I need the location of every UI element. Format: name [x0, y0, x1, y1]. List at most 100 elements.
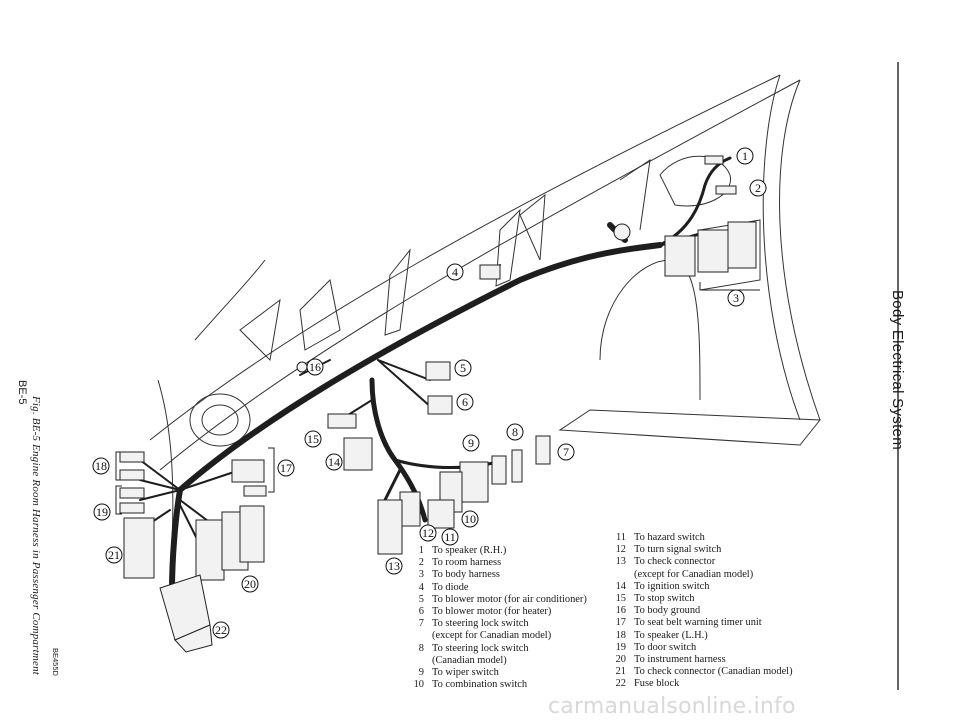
legend-number	[404, 630, 432, 642]
callout-8: 8	[506, 423, 524, 441]
callout-label: 16	[309, 360, 321, 374]
callout-label: 10	[464, 512, 476, 526]
legend-text: To steering lock switch	[432, 642, 529, 654]
legend-number: 9	[418, 667, 424, 679]
legend-item: 1 To speaker (R.H.)	[404, 545, 587, 557]
legend-item: 17 To seat belt warning timer unit	[606, 617, 793, 629]
legend-text: To seat belt warning timer unit	[634, 617, 762, 629]
legend-item: (Canadian model)	[404, 655, 587, 667]
legend-text: To ignition switch	[634, 580, 710, 592]
legend-number: 8	[418, 642, 424, 654]
callout-6: 6	[456, 393, 474, 411]
legend-number	[404, 655, 432, 667]
callout-label: 20	[244, 577, 256, 591]
legend-text: (except for Canadian model)	[634, 568, 754, 580]
callout-label: 15	[307, 432, 319, 446]
callout-label: 14	[328, 455, 340, 469]
callout-label: 11	[444, 530, 456, 544]
legend-number: 2	[418, 557, 424, 569]
callout-7: 7	[557, 443, 575, 461]
callout-label: 13	[388, 559, 400, 573]
page-number: BE-5	[16, 380, 28, 405]
callout-20: 20	[241, 575, 259, 593]
callout-label: 3	[733, 291, 739, 305]
bracket-lines	[115, 282, 760, 515]
legend-number: 3	[418, 569, 424, 581]
legend-text: To door switch	[634, 641, 697, 653]
legend-number: 12	[615, 544, 626, 556]
legend-number: 21	[615, 666, 626, 678]
dashboard-outline	[149, 74, 822, 541]
legend-text: To check connector (Canadian model)	[634, 666, 793, 678]
legend-number: 22	[615, 678, 626, 690]
legend-item: 20 To instrument harness	[606, 654, 793, 666]
callout-label: 18	[95, 459, 107, 473]
legend-text: To blower motor (for air conditioner)	[432, 593, 587, 605]
callout-label: 7	[563, 445, 569, 459]
callout-15: 15	[304, 430, 322, 448]
callout-label: 17	[280, 461, 292, 475]
callout-label: 2	[755, 181, 761, 195]
callout-2: 2	[749, 179, 767, 197]
legend-item: (except for Canadian model)	[606, 569, 793, 581]
callout-label: 4	[452, 265, 458, 279]
callout-label: 22	[215, 623, 227, 637]
legend-text: To blower motor (for heater)	[432, 606, 552, 618]
legend-item: 21 To check connector (Canadian model)	[606, 666, 793, 678]
callout-9: 9	[462, 434, 480, 452]
legend-text: To speaker (L.H.)	[634, 629, 708, 641]
legend-number: 10	[413, 679, 424, 691]
legend-text: To instrument harness	[634, 654, 726, 666]
legend-number: 6	[418, 606, 424, 618]
watermark: carmanualsonline.info	[548, 694, 796, 719]
callout-16: 16	[306, 358, 324, 376]
legend-item: 6 To blower motor (for heater)	[404, 606, 587, 618]
callout-label: 9	[468, 436, 474, 450]
legend-number: 11	[615, 532, 626, 543]
legend-item: 19 To door switch	[606, 642, 793, 654]
legend-text: To body harness	[432, 569, 500, 581]
legend-number: 20	[615, 654, 626, 666]
legend-number: 19	[615, 641, 626, 653]
legend-text: To steering lock switch	[432, 618, 529, 630]
legend-number	[606, 569, 634, 581]
legend-number: 15	[615, 593, 626, 605]
callout-label: 8	[512, 425, 518, 439]
callout-label: 1	[742, 149, 748, 163]
legend-item: 9 To wiper switch	[404, 667, 587, 679]
connectors	[119, 155, 757, 653]
callout-12: 12	[419, 524, 437, 542]
legend-number: 1	[418, 545, 424, 556]
legend-text: (except for Canadian model)	[432, 630, 552, 642]
legend-number: 14	[615, 580, 626, 592]
legend-number: 16	[615, 605, 626, 617]
legend-text: To stop switch	[634, 593, 695, 605]
callout-label: 12	[422, 526, 434, 540]
legend-item: 8 To steering lock switch	[404, 643, 587, 655]
legend-text: To wiper switch	[432, 667, 499, 679]
legend-text: To speaker (R.H.)	[432, 545, 507, 556]
legend-item: 15 To stop switch	[606, 593, 793, 605]
callout-17: 17	[277, 459, 295, 477]
callout-5: 5	[454, 359, 472, 377]
legend-number: 13	[615, 556, 626, 568]
callout-label: 19	[96, 505, 108, 519]
callout-label: 21	[108, 548, 120, 562]
legend-item: 3 To body harness	[404, 569, 587, 581]
legend-item: 14 To ignition switch	[606, 581, 793, 593]
callout-4: 4	[446, 263, 464, 281]
callout-label: 5	[460, 361, 466, 375]
callout-1: 1	[736, 147, 754, 165]
callout-21: 21	[105, 546, 123, 564]
legend-text: Fuse block	[634, 678, 680, 690]
callout-11: 11	[441, 528, 459, 546]
legend-number: 17	[615, 617, 626, 629]
legend-text: To diode	[432, 581, 469, 593]
